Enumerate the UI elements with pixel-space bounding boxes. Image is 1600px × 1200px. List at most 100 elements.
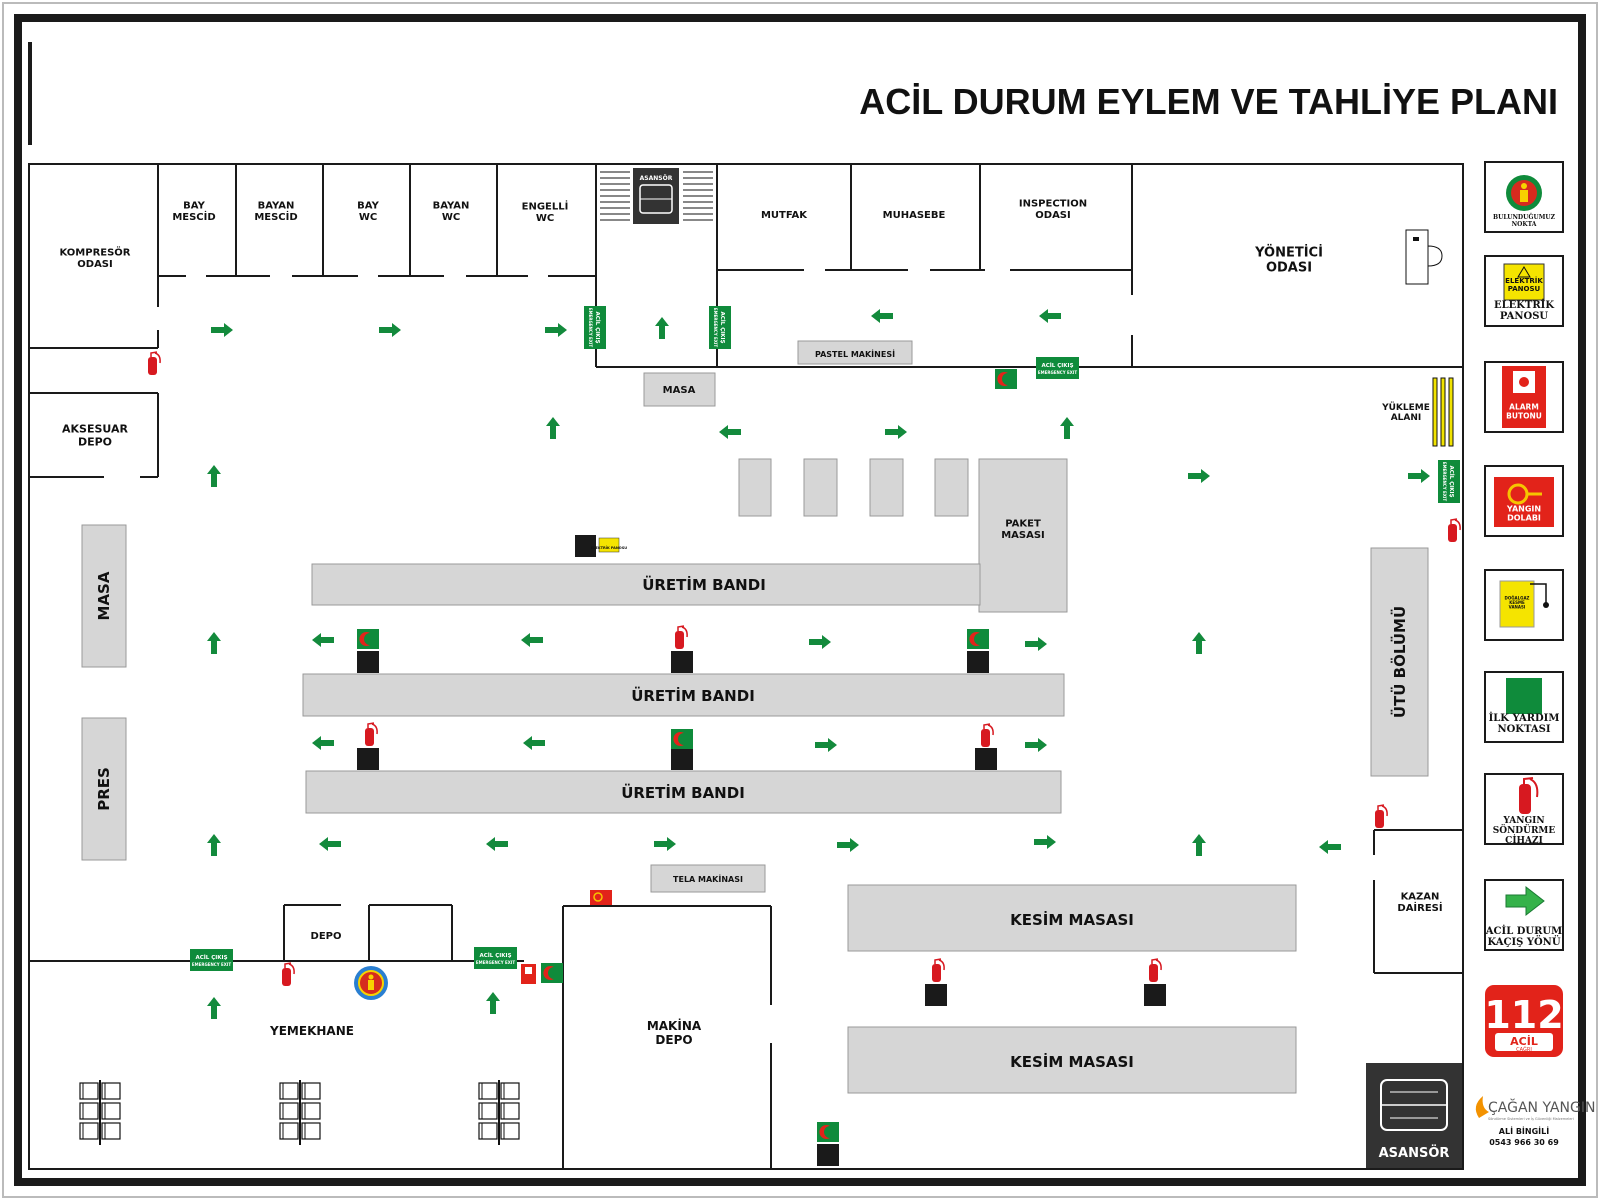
escape-arrow	[1025, 738, 1047, 752]
masa-top	[643, 372, 716, 407]
fire-extinguisher-icon	[1375, 804, 1388, 828]
escape-arrow	[379, 323, 401, 337]
fire-hose-cabinet-marker	[590, 890, 612, 905]
escape-arrow	[1060, 417, 1074, 439]
escape-arrow	[523, 736, 545, 750]
utu-bolumu	[1370, 547, 1429, 777]
you-are-here-marker	[354, 966, 388, 1000]
svg-text:EMERGENCY EXIT: EMERGENCY EXIT	[1442, 462, 1447, 501]
company-tagline: Söndürme Sistemleri ve İş Güvenliği Malz…	[1488, 1116, 1574, 1121]
escape-arrow	[486, 837, 508, 851]
uretim-1-label: ÜRETİM BANDI	[642, 575, 766, 594]
escape-arrow	[207, 632, 221, 654]
escape-arrow	[885, 425, 907, 439]
pastel-makinesi	[797, 340, 913, 365]
equipment-box	[975, 748, 997, 770]
fire-extinguisher-icon	[148, 351, 161, 375]
escape-arrow	[654, 837, 676, 851]
uretim-bandi-1	[311, 563, 981, 606]
room-label-yemekhane: YEMEKHANE	[269, 1024, 354, 1038]
company-person: ALİ BİNGİLİ	[1499, 1126, 1549, 1136]
cafeteria-tables	[79, 1080, 520, 1145]
tela-label: TELA MAKİNASI	[673, 874, 743, 884]
svg-text:EMERGENCY EXIT: EMERGENCY EXIT	[588, 308, 593, 347]
fire-extinguisher-icon	[675, 625, 688, 649]
escape-arrow	[1319, 840, 1341, 854]
svg-text:ACİL ÇIKIŞ: ACİL ÇIKIŞ	[719, 311, 726, 343]
first-aid-icon	[995, 369, 1017, 389]
escape-arrow	[486, 992, 500, 1014]
uretim-3-label: ÜRETİM BANDI	[621, 783, 745, 802]
kesim-masasi-1	[847, 884, 1297, 952]
equipment-box	[925, 984, 947, 1006]
dining-table-set	[79, 1080, 121, 1145]
masa-left-label: MASA	[95, 571, 113, 620]
emergency-word: ACİL	[1510, 1034, 1538, 1048]
escape-arrow	[207, 834, 221, 856]
fire-extinguisher-icon	[981, 723, 994, 747]
escape-arrow	[871, 309, 893, 323]
room-label-mutfak: MUTFAK	[761, 210, 808, 221]
fire-extinguisher-icon	[365, 722, 378, 746]
svg-text:EMERGENCY EXIT: EMERGENCY EXIT	[1038, 370, 1077, 375]
flame-logo-icon	[1475, 1096, 1489, 1118]
equipment-box	[967, 651, 989, 673]
first-aid-icon	[357, 629, 379, 649]
escape-arrow	[719, 425, 741, 439]
first-aid-icon	[967, 629, 989, 649]
room-label-muhasebe: MUHASEBE	[883, 210, 946, 221]
svg-text:ACİL ÇIKIŞ: ACİL ÇIKIŞ	[1041, 362, 1073, 369]
escape-arrow	[312, 736, 334, 750]
emergency-number: 112	[1484, 993, 1563, 1037]
alarm-button-marker	[521, 964, 536, 984]
escape-arrow	[1188, 469, 1210, 483]
escape-arrow	[207, 997, 221, 1019]
elevator-bottom-icon: ASANSÖR	[1366, 1063, 1462, 1168]
masa-top-label: MASA	[663, 385, 696, 396]
company-phone: 0543 966 30 69	[1489, 1138, 1559, 1147]
equipment-box	[671, 748, 693, 770]
svg-text:EMERGENCY EXIT: EMERGENCY EXIT	[192, 962, 231, 967]
escape-arrow	[1408, 469, 1430, 483]
title-bar-accent	[28, 42, 32, 145]
elevator-top-icon: ASANSÖR	[600, 168, 713, 224]
fire-hose-cabinet-icon	[1494, 477, 1554, 527]
escape-arrow	[837, 838, 859, 852]
equipment-box	[1144, 984, 1166, 1006]
emergency-sub: ÇAĞRI	[1516, 1046, 1532, 1053]
kesim-masasi-2	[847, 1026, 1297, 1094]
escape-arrow	[815, 738, 837, 752]
svg-text:ACİL ÇIKIŞ: ACİL ÇIKIŞ	[594, 311, 601, 343]
kesim-2-label: KESİM MASASI	[1010, 1052, 1134, 1071]
elevator-top-label: ASANSÖR	[640, 175, 673, 182]
dining-table-set	[279, 1080, 321, 1145]
company-info: ÇAĞAN YANGIN Söndürme Sistemleri ve İş G…	[1475, 1096, 1595, 1147]
pres-label: PRES	[95, 767, 113, 811]
uretim-bandi-2	[302, 673, 1065, 717]
fire-extinguisher-icon	[932, 958, 945, 982]
equipment-box	[671, 651, 693, 673]
escape-arrow	[546, 417, 560, 439]
svg-text:ACİL ÇIKIŞ: ACİL ÇIKIŞ	[1448, 465, 1455, 497]
